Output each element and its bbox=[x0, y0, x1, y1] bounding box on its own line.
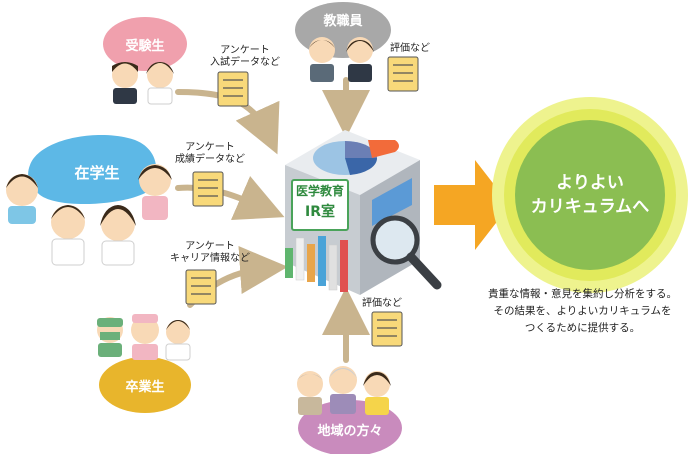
faculty-data-label: 評価など bbox=[390, 43, 430, 54]
graduates-label: 卒業生 bbox=[125, 380, 165, 395]
applicants-data-label-2: 入試データなど bbox=[210, 57, 280, 68]
community-data-label: 評価など bbox=[362, 298, 402, 309]
ir-office-cube bbox=[285, 130, 442, 295]
ir-sign bbox=[291, 179, 349, 231]
note-icon bbox=[217, 71, 249, 107]
community-person-icon bbox=[363, 371, 391, 415]
goal-line-2: カリキュラムへ bbox=[530, 197, 650, 217]
students-blob bbox=[28, 134, 157, 205]
description-line-2: その結果を、よりよいカリキュラムを bbox=[493, 305, 672, 317]
applicant-person-icon bbox=[146, 62, 174, 105]
description-line-3: つくるために提供する。 bbox=[524, 322, 641, 334]
magnifier-icon bbox=[370, 215, 442, 290]
graduate-person-icon bbox=[131, 314, 159, 360]
note-icon bbox=[387, 56, 419, 92]
applicants-label: 受験生 bbox=[125, 39, 165, 54]
description-line-1: 貴重な情報・意見を集約し分析をする。 bbox=[488, 288, 677, 300]
faculty-person-icon bbox=[346, 37, 374, 82]
note-icon bbox=[192, 171, 224, 207]
students-label: 在学生 bbox=[74, 164, 120, 182]
faculty-label: 教職員 bbox=[323, 14, 363, 29]
faculty-person-icon bbox=[309, 37, 335, 82]
applicant-person-icon bbox=[112, 62, 138, 104]
students-data-label-1: アンケート bbox=[185, 142, 235, 153]
graduates-data-label-2: キャリア情報など bbox=[170, 253, 250, 264]
community-person-icon bbox=[297, 371, 323, 415]
note-icon bbox=[371, 311, 403, 347]
graduate-person-icon bbox=[97, 317, 123, 357]
applicants-blob bbox=[103, 17, 187, 71]
student-person-icon bbox=[138, 164, 172, 220]
student-person-icon bbox=[51, 205, 85, 266]
person-icons bbox=[6, 37, 391, 415]
note-icon bbox=[185, 269, 217, 305]
community-label: 地域の方々 bbox=[317, 424, 383, 439]
bar-chart bbox=[285, 236, 348, 292]
big-arrow bbox=[434, 160, 510, 250]
student-person-icon bbox=[6, 174, 38, 224]
students-data-label-2: 成績データなど bbox=[175, 154, 245, 165]
pie-slice-orange bbox=[368, 140, 400, 158]
ir-office-title-2: IR室 bbox=[305, 204, 335, 220]
goal-circle bbox=[492, 97, 688, 293]
arrow-students bbox=[175, 176, 285, 221]
applicants-data-label-1: アンケート bbox=[220, 45, 270, 56]
ir-office-title-1: 医学教育 bbox=[295, 184, 344, 198]
graduate-person-icon bbox=[165, 320, 191, 361]
student-person-icon bbox=[100, 205, 136, 266]
graduates-blob bbox=[99, 357, 191, 413]
goal-line-1: よりよい bbox=[556, 173, 624, 193]
community-person-icon bbox=[329, 366, 357, 414]
graduates-data-label-1: アンケート bbox=[185, 241, 235, 252]
